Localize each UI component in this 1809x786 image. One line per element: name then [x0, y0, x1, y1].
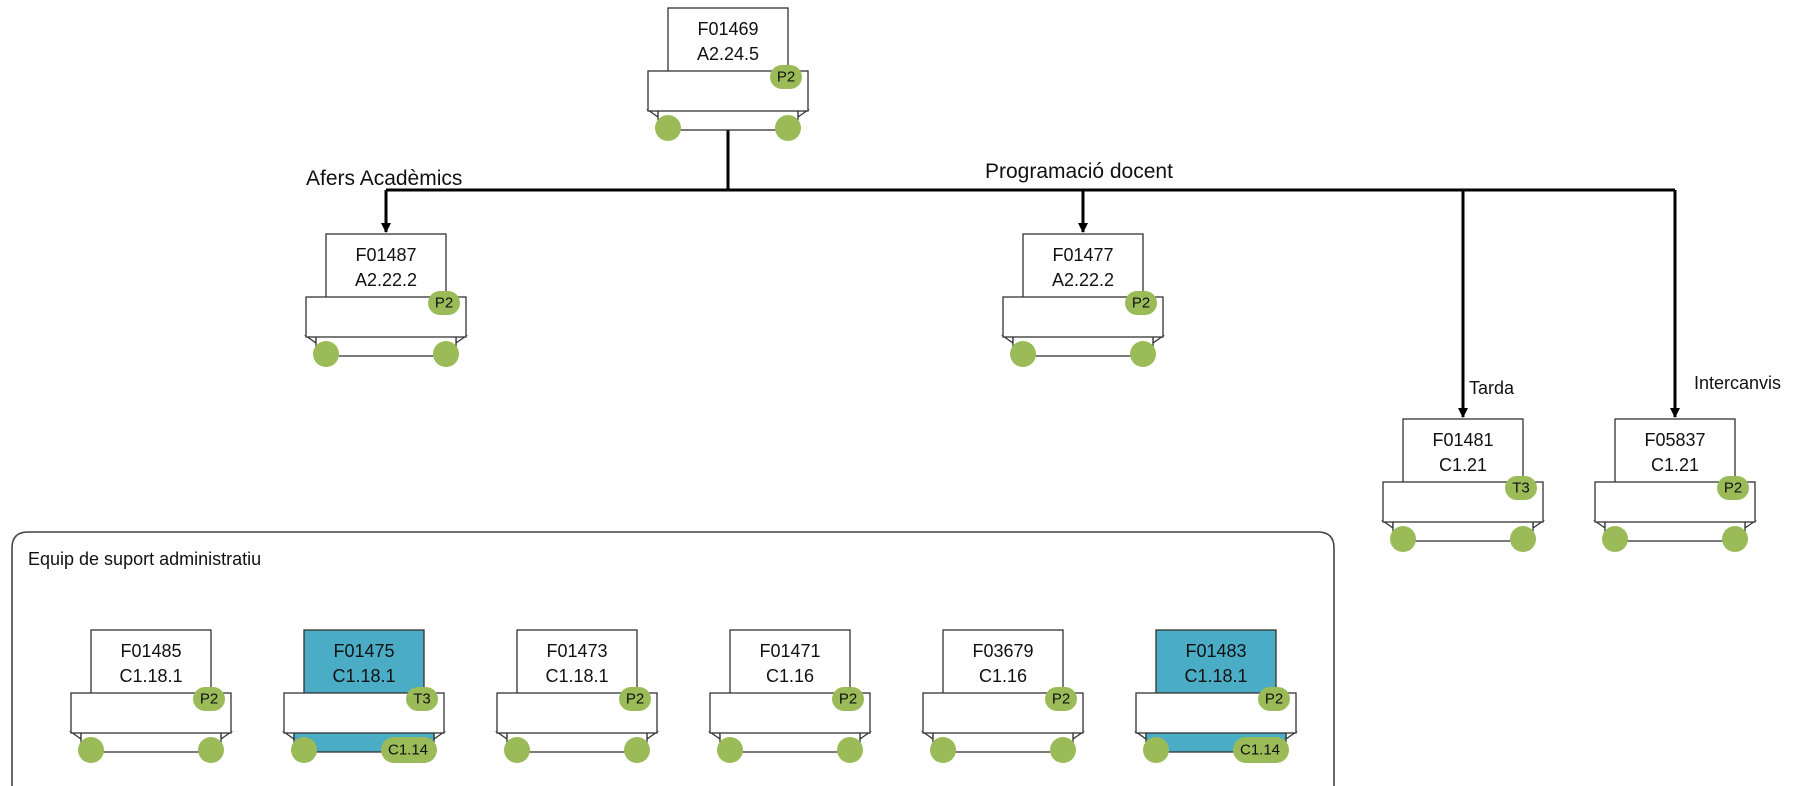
node-code: F01469	[697, 19, 758, 39]
node-badge	[406, 687, 438, 711]
node-wheel-left	[313, 341, 339, 367]
node-badge-label: P2	[435, 295, 453, 312]
node-badge	[1258, 687, 1290, 711]
node-level: A2.22.2	[355, 270, 417, 290]
node-badge-label: P2	[626, 691, 644, 708]
node-badge-label: P2	[1052, 691, 1070, 708]
node-card	[90, 629, 212, 697]
node-level: A2.22.2	[1052, 270, 1114, 290]
node-badge	[770, 65, 802, 89]
node-card	[1402, 418, 1524, 486]
group-container	[11, 531, 1335, 786]
node-wheel-right	[1722, 526, 1748, 552]
node-badge-label: P2	[1132, 295, 1150, 312]
node-card	[942, 629, 1064, 697]
node-badge	[832, 687, 864, 711]
node-wheel-right	[624, 737, 650, 763]
node-card	[729, 629, 851, 697]
node-wheel-left	[291, 737, 317, 763]
branch-label-afers-academics: Afers Acadèmics	[306, 167, 462, 190]
node-code: F01483	[1185, 641, 1246, 661]
node-code: F05837	[1644, 430, 1705, 450]
node-badge	[1045, 687, 1077, 711]
node-badge-label: P2	[777, 69, 795, 86]
node-wheel-left	[78, 737, 104, 763]
node-code: F01487	[355, 245, 416, 265]
node-badge	[428, 291, 460, 315]
node-code: F01481	[1432, 430, 1493, 450]
node-extra-badge	[1233, 737, 1287, 763]
node-wheel-right	[1510, 526, 1536, 552]
node-extra-badge-label: C1.14	[1240, 742, 1280, 759]
node-wheel-left	[1010, 341, 1036, 367]
nodes: F01469A2.24.5P2F01487A2.22.2P2F01477A2.2…	[68, 7, 1758, 763]
node-code: F01473	[546, 641, 607, 661]
node-extra-badge-label: C1.14	[388, 742, 428, 759]
node-wheel-right	[775, 115, 801, 141]
node-card	[325, 233, 447, 301]
node-code: F01471	[759, 641, 820, 661]
node-badge	[1717, 476, 1749, 500]
node-wheel-right	[433, 341, 459, 367]
node-level: C1.21	[1439, 455, 1487, 475]
node-wheel-left	[1143, 737, 1169, 763]
node-level: C1.18.1	[332, 666, 395, 686]
node-badge-label: P2	[839, 691, 857, 708]
node-level: C1.16	[979, 666, 1027, 686]
node-badge-label: T3	[1512, 480, 1530, 497]
node-wheel-left	[1602, 526, 1628, 552]
node-badge	[1125, 291, 1157, 315]
node-wheel-left	[655, 115, 681, 141]
node-card	[667, 7, 789, 75]
node-badge-label: P2	[200, 691, 218, 708]
node-wheel-right	[1050, 737, 1076, 763]
node-wheel-left	[930, 737, 956, 763]
node-badge-label: P2	[1724, 480, 1742, 497]
node-level: C1.18.1	[119, 666, 182, 686]
node-badge	[193, 687, 225, 711]
node-wheel-right	[1130, 341, 1156, 367]
connectors	[381, 128, 1680, 418]
group-label: Equip de suport administratiu	[28, 549, 261, 569]
node-card	[1614, 418, 1736, 486]
node-wheel-left	[717, 737, 743, 763]
node-level: C1.16	[766, 666, 814, 686]
node-card	[516, 629, 638, 697]
node-code: F01475	[333, 641, 394, 661]
node-level: C1.18.1	[1184, 666, 1247, 686]
node-card	[1155, 629, 1277, 697]
node-code: F01485	[120, 641, 181, 661]
node-badge-label: P2	[1265, 691, 1283, 708]
node-wheel-left	[1390, 526, 1416, 552]
node-badge	[1505, 476, 1537, 500]
branch-label-programacio-docent: Programació docent	[985, 160, 1173, 183]
node-extra-badge	[381, 737, 435, 763]
node-wheel-left	[504, 737, 530, 763]
node-code: F03679	[972, 641, 1033, 661]
branch-label-intercanvis: Intercanvis	[1694, 373, 1781, 393]
node-level: C1.21	[1651, 455, 1699, 475]
node-card	[1022, 233, 1144, 301]
node-badge-label: T3	[413, 691, 431, 708]
node-badge	[619, 687, 651, 711]
node-wheel-right	[198, 737, 224, 763]
node-wheel-right	[837, 737, 863, 763]
node-level: C1.18.1	[545, 666, 608, 686]
node-code: F01477	[1052, 245, 1113, 265]
node-level: A2.24.5	[697, 44, 759, 64]
node-card	[303, 629, 425, 697]
branch-label-tarda: Tarda	[1469, 378, 1515, 398]
